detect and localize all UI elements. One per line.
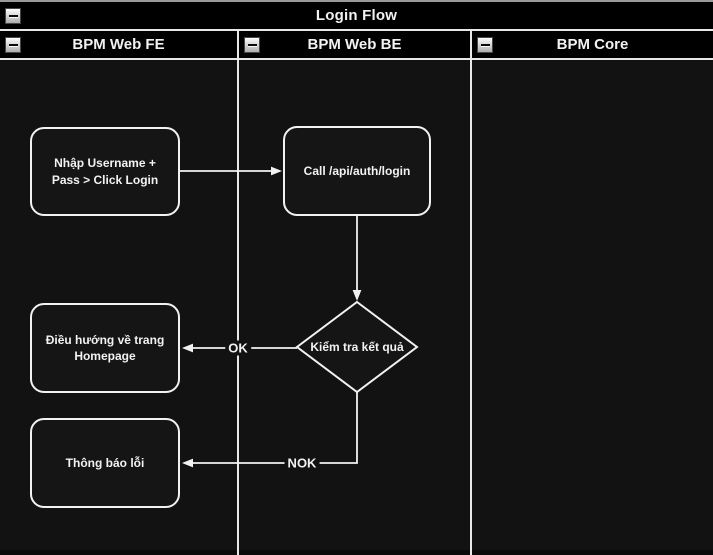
arrowhead-down-icon	[352, 290, 362, 301]
decision-diamond-shape	[295, 300, 419, 394]
lane-header-bpm-core[interactable]: BPM Core	[472, 31, 713, 58]
pool-title-bar: Login Flow	[0, 2, 713, 29]
pool-top-border	[0, 0, 713, 2]
title-separator-line	[0, 29, 713, 31]
node-input-login[interactable]: Nhập Username + Pass > Click Login	[30, 127, 180, 216]
lane-divider-2	[470, 31, 472, 555]
arrowhead-left-icon	[182, 458, 193, 468]
lane-header-bpm-web-be[interactable]: BPM Web BE	[239, 31, 470, 58]
minus-icon	[8, 14, 18, 17]
arrowhead-right-icon	[271, 166, 282, 176]
pool-collapse-icon[interactable]	[5, 7, 21, 24]
lane-be-collapse-icon[interactable]	[244, 36, 260, 53]
lane-fe-label: BPM Web FE	[72, 36, 165, 53]
node-call-api[interactable]: Call /api/auth/login	[283, 126, 431, 216]
header-separator-line	[0, 58, 713, 60]
node-redirect-homepage[interactable]: Điều hướng về trang Homepage	[30, 303, 180, 393]
lane-core-label: BPM Core	[556, 36, 629, 53]
minus-icon	[8, 43, 18, 46]
minus-icon	[480, 43, 490, 46]
lane-fe-collapse-icon[interactable]	[5, 36, 21, 53]
lane-core-collapse-icon[interactable]	[477, 36, 493, 53]
node-show-error[interactable]: Thông báo lỗi	[30, 418, 180, 508]
minus-icon	[247, 43, 257, 46]
pool-bottom-edge	[0, 550, 713, 555]
pool-title: Login Flow	[315, 7, 398, 24]
arrowhead-left-icon	[182, 343, 193, 353]
lane-header-bpm-web-fe[interactable]: BPM Web FE	[0, 31, 237, 58]
lane-be-label: BPM Web BE	[307, 36, 402, 53]
edge-nok-to-error	[192, 392, 358, 464]
lane-divider-1	[237, 31, 239, 555]
edge-label-nok: NOK	[284, 455, 320, 471]
node-check-result[interactable]: Kiểm tra kết quả	[310, 340, 404, 354]
edge-label-ok: OK	[225, 340, 251, 356]
